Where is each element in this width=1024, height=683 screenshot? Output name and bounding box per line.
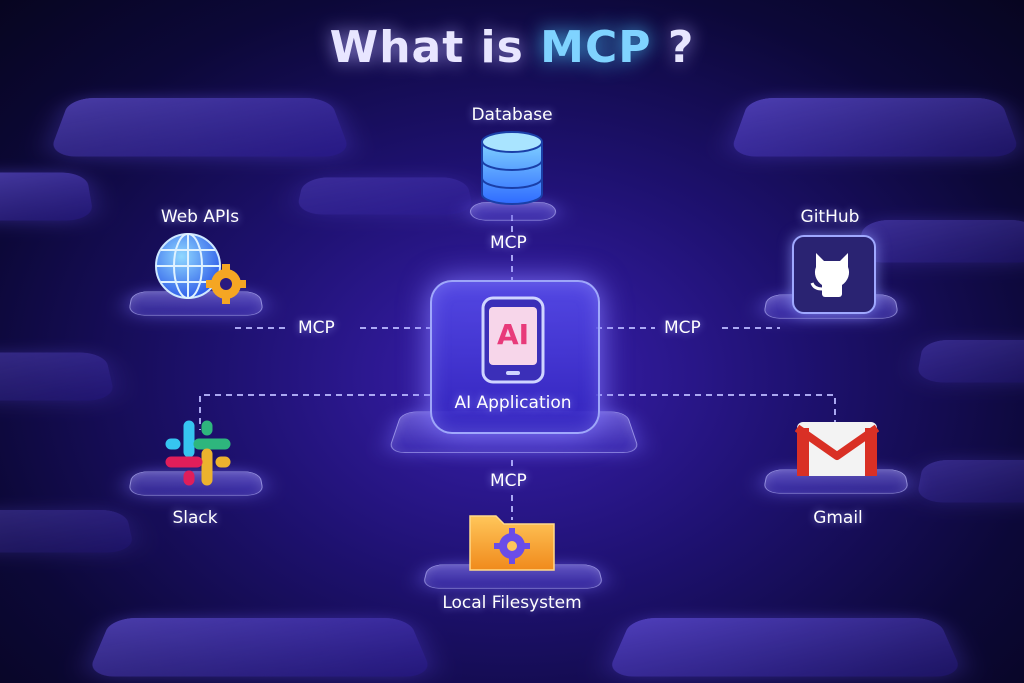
- folder-gear-icon: [469, 515, 555, 571]
- database-label: Database: [471, 105, 553, 125]
- link-gmail: [596, 394, 836, 425]
- slack-icon: [165, 420, 231, 486]
- web-apis-label: Web APIs: [160, 207, 240, 227]
- filesystem-label: Local Filesystem: [442, 593, 582, 613]
- connector-label-database: MCP: [490, 233, 527, 253]
- ai-application-label: AI Application: [454, 393, 572, 413]
- connector-label-github: MCP: [664, 318, 701, 338]
- connector-label-filesystem: MCP: [490, 471, 527, 491]
- title-highlight: MCP: [540, 22, 652, 73]
- title-prefix: What is: [329, 22, 524, 73]
- github-label: GitHub: [800, 207, 860, 227]
- gmail-label: Gmail: [813, 508, 863, 528]
- database-icon: [481, 131, 543, 205]
- link-slack: [199, 394, 430, 430]
- ai-badge: AI: [496, 318, 530, 351]
- connector-label-web-apis: MCP: [298, 318, 335, 338]
- ai-device-icon: [481, 296, 545, 384]
- page-title: What is MCP ?: [0, 22, 1024, 73]
- title-suffix: ?: [667, 22, 695, 73]
- github-icon: [810, 253, 850, 297]
- slack-label: Slack: [172, 508, 218, 528]
- gmail-icon: [795, 422, 879, 476]
- globe-gear-icon: [155, 233, 246, 304]
